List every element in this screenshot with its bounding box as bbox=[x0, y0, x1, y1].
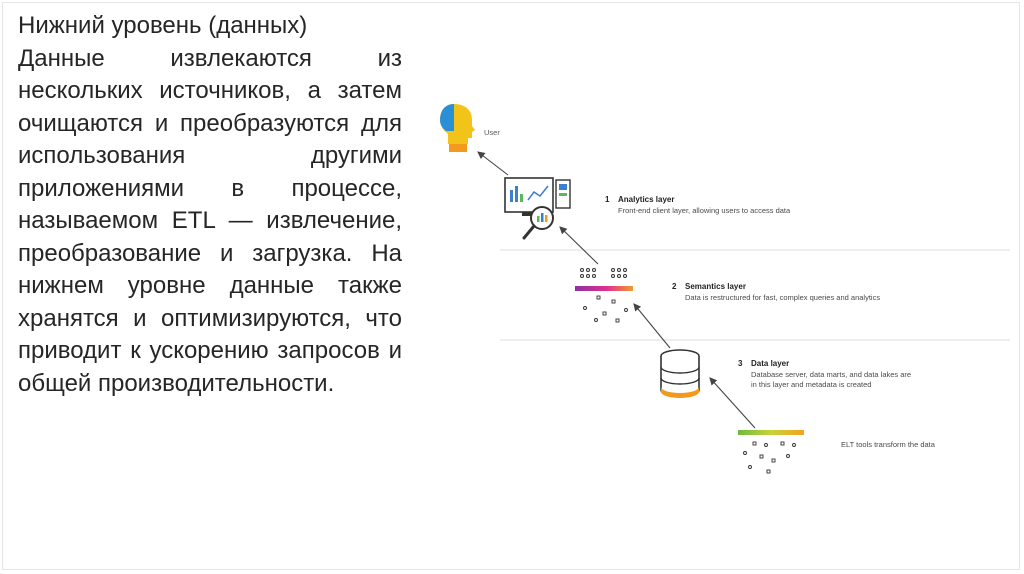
data-layer-description-line-2: in this layer and metadata is created bbox=[751, 380, 871, 389]
semantics-bar bbox=[575, 286, 633, 291]
data-grid-icon bbox=[580, 268, 627, 278]
database-icon bbox=[660, 349, 700, 398]
elt-bar bbox=[738, 430, 804, 435]
data-layer-label: 3 Data layer Database server, data marts… bbox=[738, 359, 911, 389]
semantics-layer-label: 2 Semantics layer Data is restructured f… bbox=[672, 282, 880, 302]
data-layers-diagram: User bbox=[440, 104, 1010, 474]
semantics-layer-description: Data is restructured for fast, complex q… bbox=[685, 293, 880, 302]
semantics-layer-number: 2 bbox=[672, 282, 677, 291]
slide-body-text: Данные извлекаются из нескольких источни… bbox=[18, 44, 402, 397]
dashboard-icon bbox=[504, 177, 571, 216]
data-layer-number: 3 bbox=[738, 359, 743, 368]
analytics-layer-title: Analytics layer bbox=[618, 195, 674, 204]
data-layer-description-line-1: Database server, data marts, and data la… bbox=[751, 370, 911, 379]
analytics-layer-description: Front-end client layer, allowing users t… bbox=[618, 206, 791, 215]
data-layer-title: Data layer bbox=[751, 359, 789, 368]
elt-scatter bbox=[743, 441, 796, 474]
elt-label: ELT tools transform the data bbox=[841, 440, 936, 449]
semantics-scatter bbox=[583, 295, 628, 323]
arrow-database-to-semantics bbox=[633, 303, 671, 349]
semantics-layer-title: Semantics layer bbox=[685, 282, 746, 291]
arrow-analytics-to-user bbox=[477, 151, 509, 176]
user-label: User bbox=[484, 128, 500, 137]
arrow-semantics-to-analytics bbox=[559, 226, 599, 265]
magnifier-icon bbox=[522, 206, 554, 240]
analytics-layer-number: 1 bbox=[605, 195, 610, 204]
text-block: Нижний уровень (данных) Данные извлекают… bbox=[18, 10, 402, 400]
analytics-layer-label: 1 Analytics layer Front-end client layer… bbox=[605, 195, 791, 215]
user-head-icon bbox=[440, 104, 475, 152]
arrow-elt-to-database bbox=[709, 377, 756, 429]
slide-heading: Нижний уровень (данных) bbox=[18, 12, 308, 39]
